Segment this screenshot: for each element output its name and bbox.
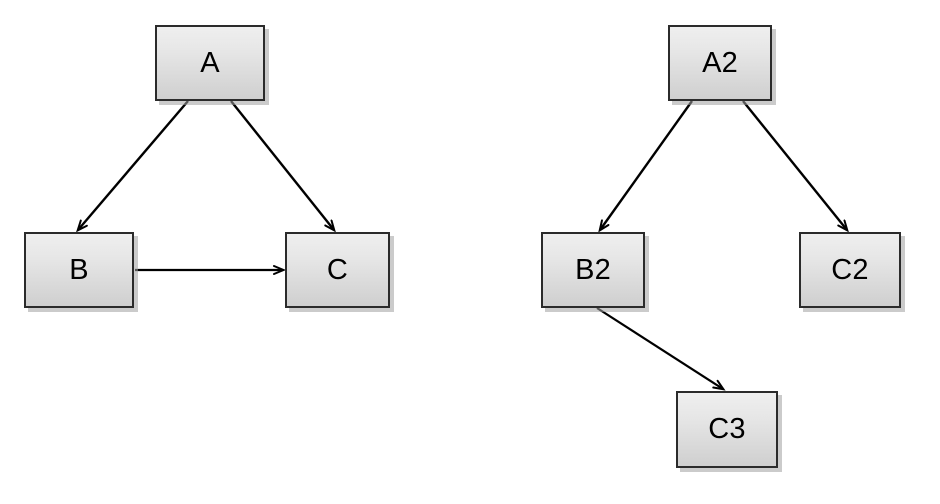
node-c3[interactable]: C3: [676, 391, 778, 468]
edge-b2-to-c3: [596, 307, 726, 391]
node-a-label: A: [200, 46, 220, 79]
node-b2[interactable]: B2: [541, 232, 645, 308]
node-b-label: B: [69, 253, 89, 286]
node-a[interactable]: A: [155, 25, 265, 101]
edge-a-to-b: [76, 100, 189, 233]
node-b2-label: B2: [575, 253, 611, 286]
node-c2[interactable]: C2: [799, 232, 901, 308]
node-c[interactable]: C: [285, 232, 390, 308]
edge-a2-to-b2: [598, 100, 693, 233]
edge-a2-to-c2: [742, 100, 849, 233]
node-a2[interactable]: A2: [668, 25, 772, 101]
edge-a-to-c: [230, 100, 336, 233]
node-c2-label: C2: [831, 253, 869, 286]
node-a2-label: A2: [702, 46, 738, 79]
node-b[interactable]: B: [24, 232, 134, 308]
node-c3-label: C3: [708, 413, 746, 445]
node-c-label: C: [326, 253, 349, 286]
